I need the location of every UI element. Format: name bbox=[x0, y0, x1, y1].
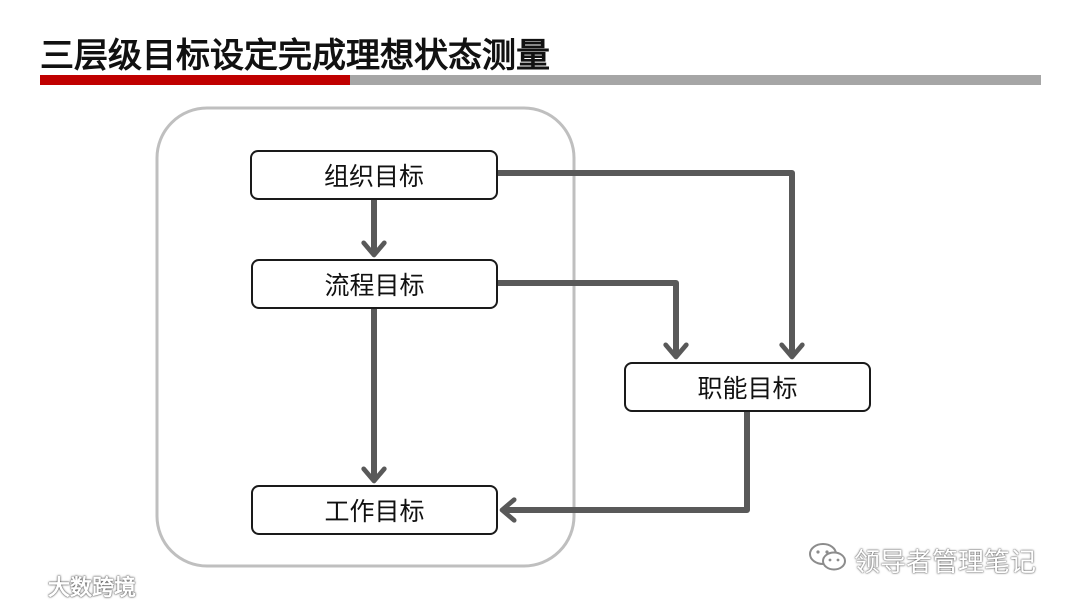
group-container bbox=[155, 106, 576, 568]
loop-logo-icon bbox=[10, 571, 44, 601]
node-process-goal: 流程目标 bbox=[251, 259, 498, 309]
edge-functional-to-work bbox=[499, 411, 750, 523]
watermark-right-text: 领导者管理笔记 bbox=[854, 548, 1037, 578]
node-work-goal: 工作目标 bbox=[251, 485, 498, 535]
node-functional-goal: 职能目标 bbox=[624, 362, 871, 412]
edge-org-to-functional bbox=[498, 170, 805, 360]
wechat-icon bbox=[808, 541, 848, 580]
title-underline-gray bbox=[350, 75, 1041, 85]
edge-process-to-functional bbox=[498, 280, 689, 360]
page-title: 三层级目标设定完成理想状态测量 bbox=[40, 36, 550, 76]
watermark-left-text: 大数跨境 bbox=[48, 576, 137, 601]
node-org-goal: 组织目标 bbox=[250, 150, 498, 200]
watermark-right: 领导者管理笔记 bbox=[808, 541, 1036, 580]
watermark-left: 大数跨境 bbox=[10, 570, 136, 602]
title-underline-red bbox=[40, 75, 350, 85]
